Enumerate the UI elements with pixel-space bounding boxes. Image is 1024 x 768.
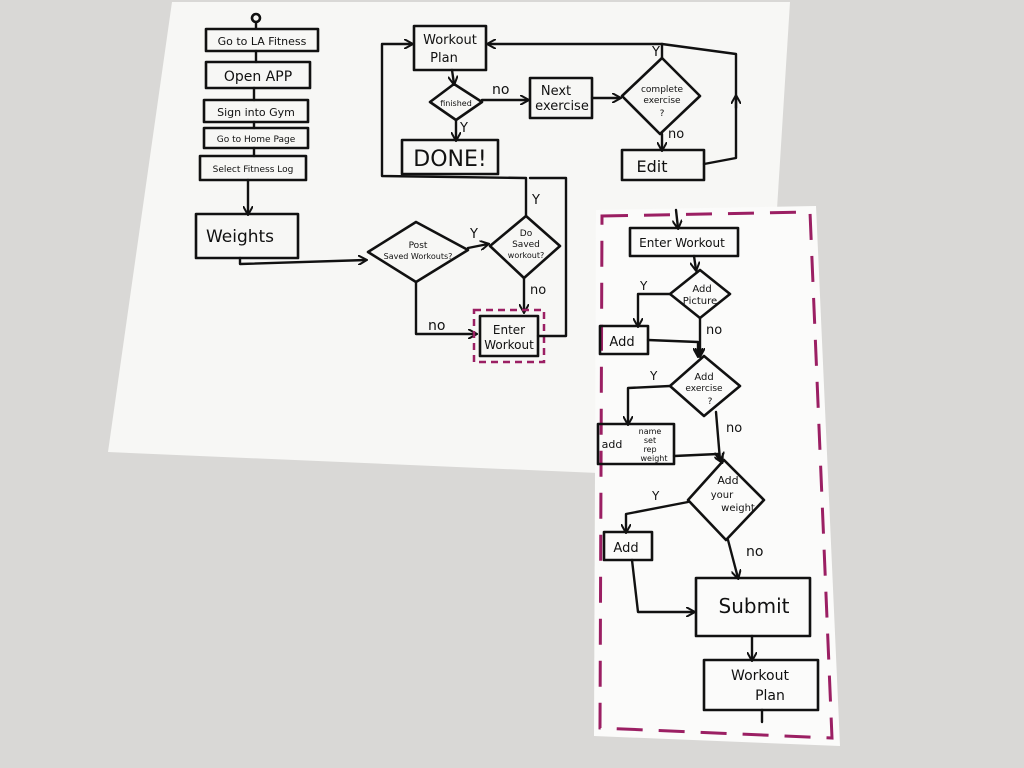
decision-add-your-weight: Add your weight xyxy=(686,458,766,542)
label-no-weight: no xyxy=(746,544,763,560)
post-saved-line2: Saved Workouts? xyxy=(384,252,453,261)
step-select-fitness-log-label: Select Fitness Log xyxy=(213,165,294,175)
do-saved-line1: Do xyxy=(520,229,533,239)
step-go-to-home-page-label: Go to Home Page xyxy=(217,135,296,145)
label-no-do: no xyxy=(530,283,546,298)
done-box: DONE! xyxy=(400,138,500,176)
detail-workout-plan-line1: Workout xyxy=(731,668,789,684)
label-y-picture: Y xyxy=(639,279,648,293)
detail-enter-workout-label: Enter Workout xyxy=(639,236,725,250)
step-go-to-la-fitness: Go to LA Fitness xyxy=(204,27,320,53)
complete-line1: complete xyxy=(641,85,684,95)
add-weight-line3: weight xyxy=(721,503,755,514)
add-weight-button-label: Add xyxy=(613,541,638,556)
label-y-complete: Y xyxy=(651,45,660,60)
complete-line3: ? xyxy=(660,109,665,119)
add-exercise-btn-2: name xyxy=(639,427,662,436)
label-y-finished: Y xyxy=(459,121,468,136)
step-select-fitness-log: Select Fitness Log xyxy=(198,154,308,182)
label-y-exercise: Y xyxy=(649,369,658,383)
add-exercise-btn-4: rep xyxy=(643,445,656,454)
detail-dashed-border xyxy=(598,210,834,740)
step-go-to-home-page: Go to Home Page xyxy=(202,126,310,150)
label-no-picture: no xyxy=(706,323,722,338)
decision-complete-exercise: complete exercise ? xyxy=(620,56,702,136)
next-exercise-line1: Next xyxy=(541,84,571,99)
add-exercise-line2: exercise xyxy=(685,384,723,394)
add-exercise-line3: ? xyxy=(708,397,713,407)
label-y-do: Y xyxy=(531,193,540,208)
post-saved-line1: Post xyxy=(409,241,428,251)
weights-box: Weights xyxy=(194,212,300,260)
add-picture-line2: Picture xyxy=(683,296,717,307)
weights-label: Weights xyxy=(206,227,274,247)
do-saved-line3: workout? xyxy=(508,251,544,260)
label-y-weight: Y xyxy=(651,489,660,503)
step-open-app-label: Open APP xyxy=(224,69,292,85)
label-y-post: Y xyxy=(469,227,478,242)
do-saved-line2: Saved xyxy=(512,240,540,250)
label-no-post: no xyxy=(428,318,445,334)
add-weight-button: Add xyxy=(602,530,654,562)
add-exercise-btn-5: weight xyxy=(641,454,668,463)
detail-workout-plan-line2: Plan xyxy=(755,688,785,704)
step-go-to-la-fitness-label: Go to LA Fitness xyxy=(218,35,307,48)
add-exercise-line1: Add xyxy=(694,372,713,383)
finished-label: finished xyxy=(440,99,472,108)
next-exercise-line2: exercise xyxy=(535,99,589,114)
workout-plan-line1: Workout xyxy=(423,33,477,48)
add-exercise-btn-3: set xyxy=(644,436,656,445)
add-weight-line2: your xyxy=(711,490,734,501)
step-sign-into-gym-label: Sign into Gym xyxy=(217,106,295,119)
complete-line2: exercise xyxy=(643,96,681,106)
add-weight-line1: Add xyxy=(717,474,738,487)
workout-plan-line2: Plan xyxy=(430,51,458,66)
submit-label: Submit xyxy=(719,594,790,618)
label-no-finished: no xyxy=(492,82,509,98)
add-picture-button-label: Add xyxy=(609,335,634,350)
step-open-app: Open APP xyxy=(204,60,312,90)
add-picture-line1: Add xyxy=(692,284,711,295)
label-no-exercise: no xyxy=(726,421,742,436)
add-exercise-button: add name set rep weight xyxy=(596,422,676,466)
edit-label: Edit xyxy=(637,157,668,176)
done-label: DONE! xyxy=(413,147,486,172)
decision-add-exercise: Add exercise ? xyxy=(668,354,742,418)
detail-enter-workout-box: Enter Workout xyxy=(628,226,740,258)
add-exercise-btn-1: add xyxy=(602,438,623,451)
label-no-complete: no xyxy=(668,127,684,142)
step-sign-into-gym: Sign into Gym xyxy=(202,98,310,124)
enter-workout-line2: Workout xyxy=(484,338,534,352)
enter-workout-line1: Enter xyxy=(493,323,525,337)
